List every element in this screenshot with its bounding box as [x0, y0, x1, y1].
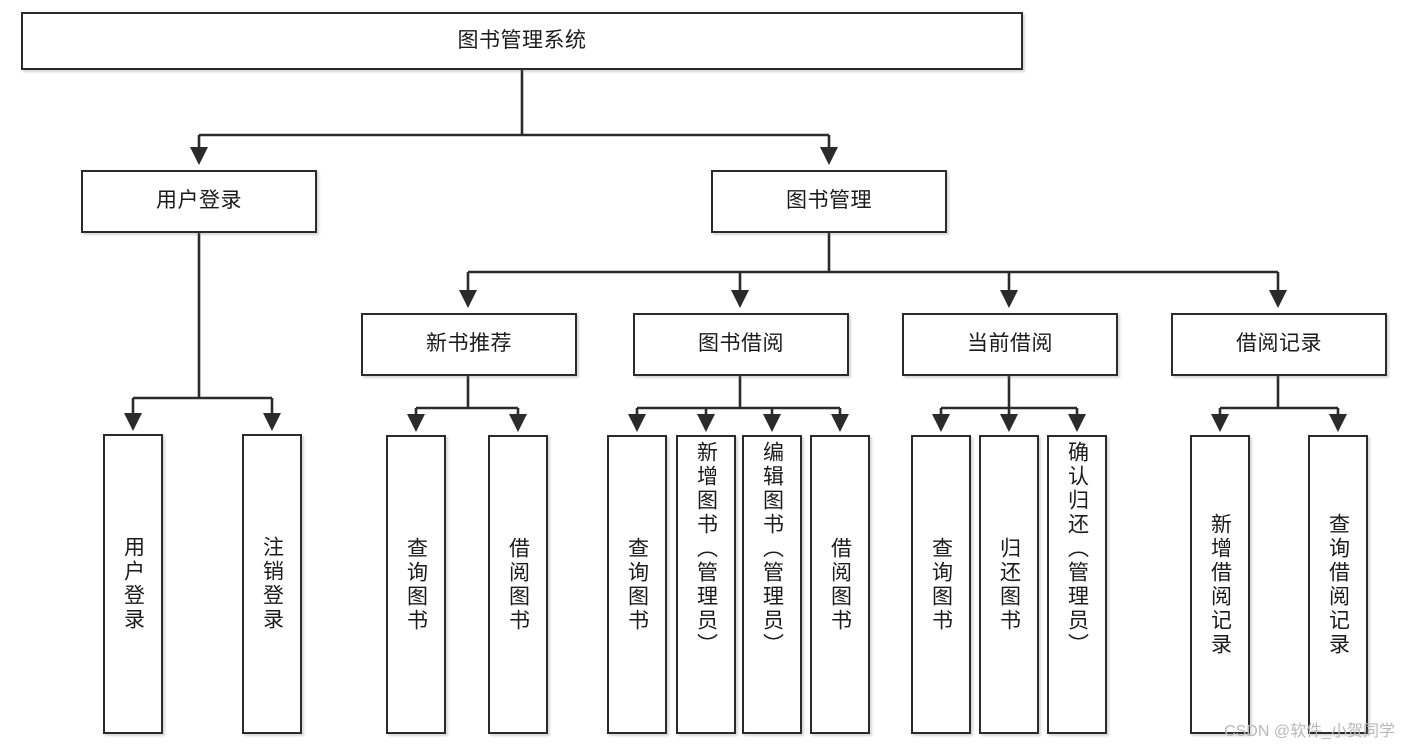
node-leaf-query-book-2-label: 查询图书 — [625, 536, 649, 633]
node-current-borrow[interactable]: 当前借阅 — [902, 313, 1118, 376]
node-leaf-logout[interactable]: 注销登录 — [242, 434, 302, 734]
node-leaf-borrow-book-1-label: 借阅图书 — [506, 536, 530, 633]
node-leaf-query-book-3[interactable]: 查询图书 — [911, 435, 971, 734]
node-root[interactable]: 图书管理系统 — [21, 12, 1023, 70]
node-leaf-borrow-book-1[interactable]: 借阅图书 — [488, 435, 548, 734]
node-leaf-add-record[interactable]: 新增借阅记录 — [1190, 435, 1250, 734]
node-leaf-query-book-1[interactable]: 查询图书 — [386, 435, 446, 734]
node-leaf-borrow-book-2-label: 借阅图书 — [828, 536, 852, 633]
node-leaf-add-book[interactable]: 新增图书（管理员） — [676, 435, 736, 734]
node-book-borrow[interactable]: 图书借阅 — [633, 313, 849, 376]
node-book-borrow-label: 图书借阅 — [698, 332, 784, 356]
node-leaf-add-book-label: 新增图书（管理员） — [694, 441, 718, 657]
node-borrow-record[interactable]: 借阅记录 — [1171, 313, 1387, 376]
node-root-label: 图书管理系统 — [457, 28, 587, 52]
node-new-book-recommend-label: 新书推荐 — [426, 332, 512, 356]
node-leaf-logout-label: 注销登录 — [260, 536, 284, 632]
node-new-book-recommend[interactable]: 新书推荐 — [361, 313, 577, 376]
node-leaf-query-book-3-label: 查询图书 — [929, 536, 953, 633]
node-leaf-add-record-label: 新增借阅记录 — [1208, 512, 1232, 657]
watermark-text: CSDN @软件_小贺同学 — [1224, 723, 1395, 740]
node-leaf-return-book-label: 归还图书 — [997, 536, 1021, 633]
node-leaf-edit-book-label: 编辑图书（管理员） — [760, 441, 784, 657]
node-book-manage[interactable]: 图书管理 — [711, 170, 947, 233]
node-leaf-user-login[interactable]: 用户登录 — [103, 434, 163, 734]
node-leaf-confirm-return[interactable]: 确认归还（管理员） — [1047, 435, 1107, 734]
node-leaf-confirm-return-label: 确认归还（管理员） — [1065, 441, 1089, 657]
node-leaf-query-book-1-label: 查询图书 — [404, 536, 428, 633]
node-current-borrow-label: 当前借阅 — [967, 332, 1053, 356]
node-user-login-label: 用户登录 — [156, 189, 242, 213]
node-book-manage-label: 图书管理 — [786, 189, 872, 213]
node-user-login[interactable]: 用户登录 — [81, 170, 317, 233]
node-leaf-edit-book[interactable]: 编辑图书（管理员） — [742, 435, 802, 734]
node-leaf-user-login-label: 用户登录 — [121, 536, 145, 632]
node-leaf-query-book-2[interactable]: 查询图书 — [607, 435, 667, 734]
node-leaf-query-record-label: 查询借阅记录 — [1326, 512, 1350, 657]
node-leaf-borrow-book-2[interactable]: 借阅图书 — [810, 435, 870, 734]
node-leaf-query-record[interactable]: 查询借阅记录 — [1308, 435, 1368, 734]
node-borrow-record-label: 借阅记录 — [1236, 332, 1322, 356]
node-leaf-return-book[interactable]: 归还图书 — [979, 435, 1039, 734]
